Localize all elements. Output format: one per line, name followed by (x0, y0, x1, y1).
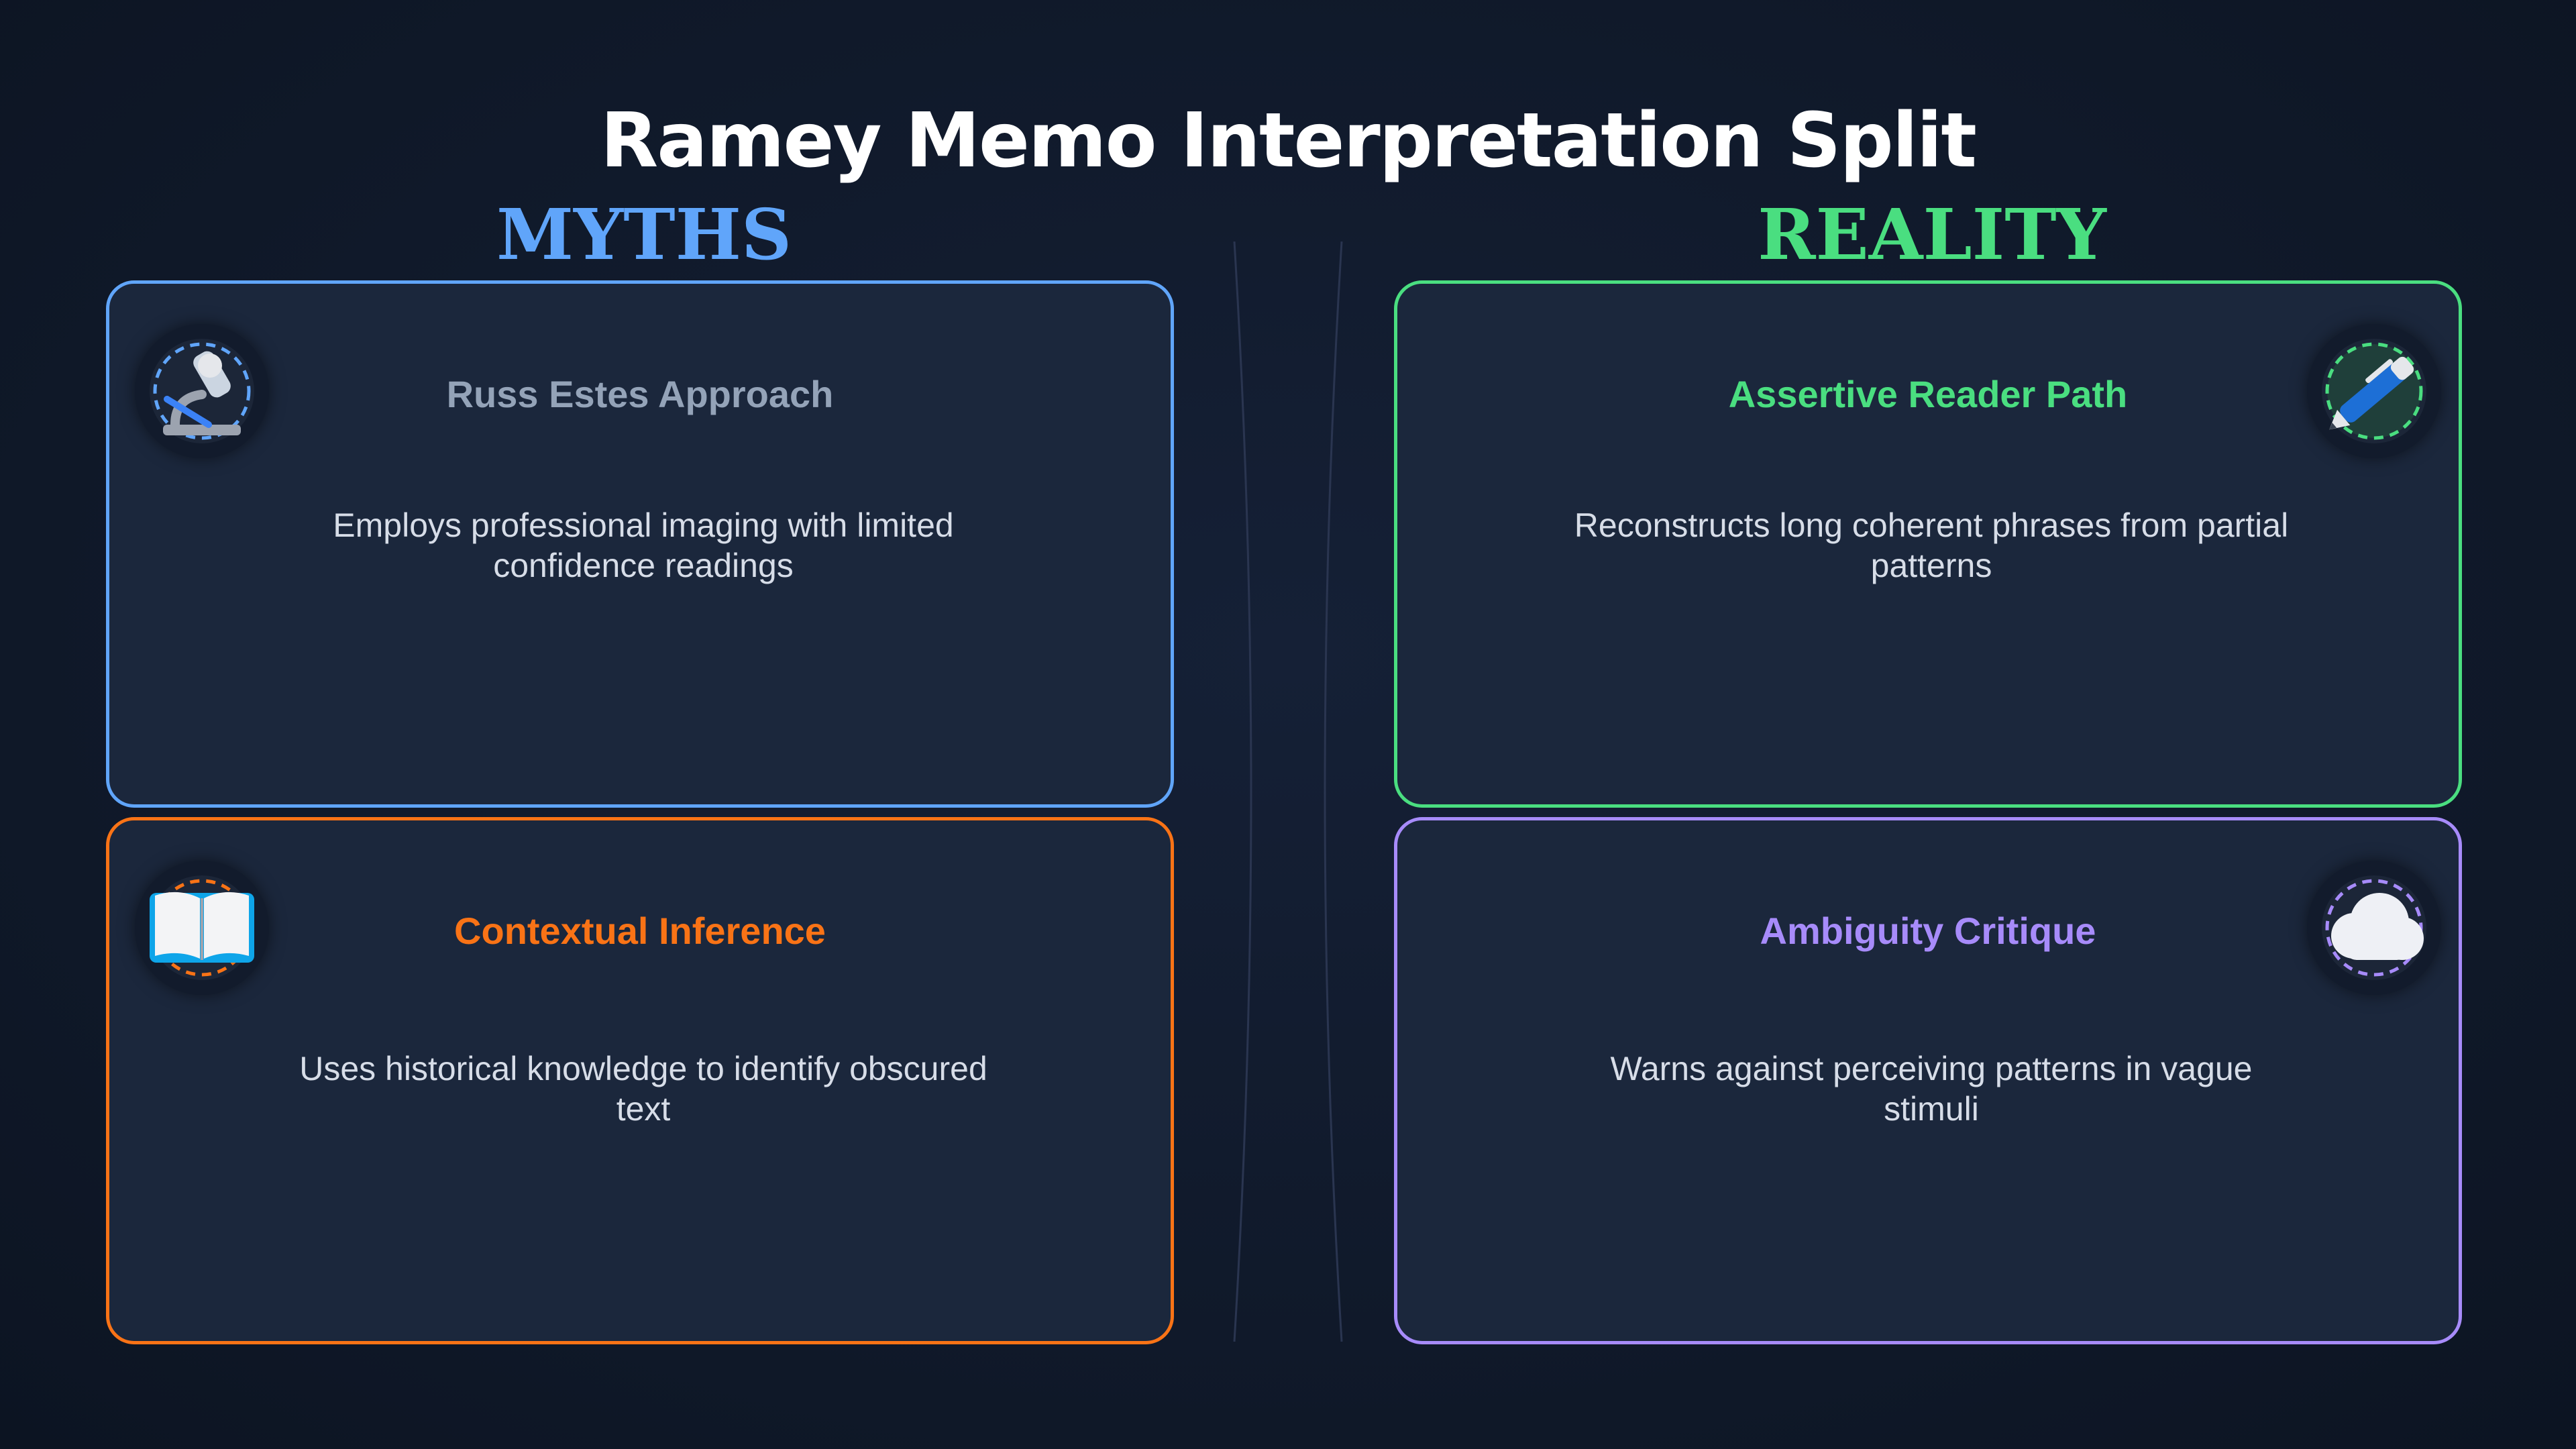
card-body: Warns against perceiving patterns in vag… (1610, 1050, 2253, 1128)
pen-icon (2307, 324, 2441, 458)
card-body: Reconstructs long coherent phrases from … (1574, 506, 2289, 584)
card-contextual-inference: Contextual Inference Uses historical kno… (106, 817, 1174, 1344)
card-body: Uses historical knowledge to identify ob… (299, 1050, 987, 1128)
cloud-icon (2307, 861, 2441, 995)
open-book-icon (135, 861, 269, 995)
reality-heading: REALITY (1758, 193, 2106, 276)
card-russ-estes: Russ Estes Approach Employs professional… (106, 280, 1174, 808)
page-title: Ramey Memo Interpretation Split (600, 97, 1977, 184)
microscope-icon (135, 324, 269, 458)
card-body: Employs professional imaging with limite… (333, 506, 954, 584)
card-assertive-reader: Assertive Reader Path Reconstructs long … (1394, 280, 2462, 808)
card-title: Ambiguity Critique (1760, 910, 2096, 952)
card-ambiguity-critique: Ambiguity Critique Warns against perceiv… (1394, 817, 2462, 1344)
left-divider (1233, 241, 1252, 1342)
right-divider (1324, 241, 1343, 1342)
card-title: Russ Estes Approach (446, 373, 834, 415)
card-title: Contextual Inference (454, 910, 826, 952)
card-title: Assertive Reader Path (1728, 373, 2128, 415)
myths-heading: MYTHS (496, 193, 792, 276)
